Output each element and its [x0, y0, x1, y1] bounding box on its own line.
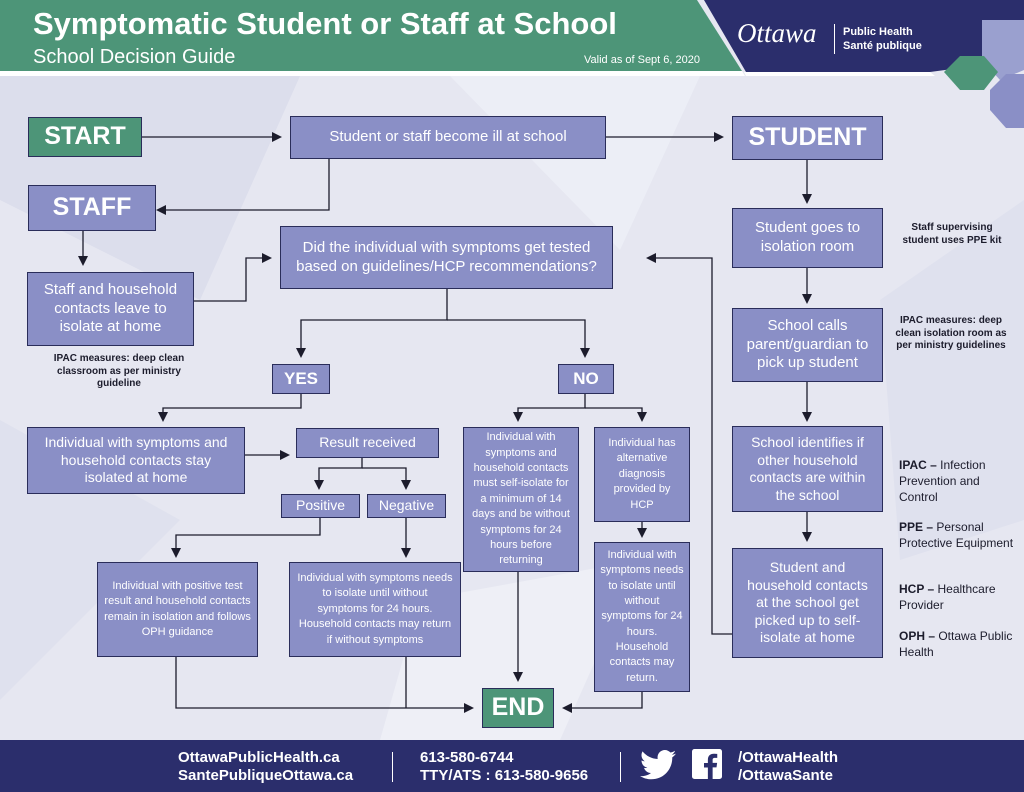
negative-box: Negative — [367, 494, 446, 518]
logo-public-health: Public Health — [843, 26, 913, 38]
header-banner — [0, 0, 1024, 76]
negative-action-box: Individual with symptoms needs to isolat… — [289, 562, 461, 657]
website-en-link[interactable]: OttawaPublicHealth.ca — [178, 749, 340, 766]
no-box: NO — [558, 364, 614, 394]
social-handle-fr[interactable]: /OttawaSante — [738, 767, 834, 784]
tested-question-box: Did the individual with symptoms get tes… — [280, 226, 613, 289]
footer-divider — [620, 752, 621, 782]
stay-isolated-box: Individual with symptoms and household c… — [27, 427, 245, 494]
phone-number: 613-580-6744 — [420, 749, 514, 766]
student-box: STUDENT — [732, 116, 883, 160]
legend-hcp: HCP – Healthcare Provider — [899, 582, 996, 613]
hexagon-decoration — [944, 20, 1024, 128]
ill-at-school-box: Student or staff become ill at school — [290, 116, 606, 159]
alt-action-box: Individual with symptoms needs to isolat… — [594, 542, 690, 692]
end-box: END — [482, 688, 554, 728]
twitter-icon[interactable] — [640, 750, 676, 780]
ottawa-logo: Ottawa — [737, 18, 817, 48]
school-identifies-box: School identifies if other household con… — [732, 426, 883, 512]
footer-divider — [392, 752, 393, 782]
website-fr-link[interactable]: SantePubliqueOttawa.ca — [178, 767, 354, 784]
legend-ppe: PPE – Personal Protective Equipment — [899, 520, 1014, 551]
staff-ipac-note: IPAC measures: deep clean classroom as p… — [53, 353, 185, 389]
alt-diagnosis-box: Individual has alternative diagnosis pro… — [594, 427, 690, 522]
result-received-box: Result received — [296, 428, 439, 458]
isolation-room-box: Student goes to isolation room — [732, 208, 883, 268]
no-test-isolate-box: Individual with symptoms and household c… — [463, 427, 579, 572]
yes-box: YES — [272, 364, 330, 394]
isolation-room-ipac-note: IPAC measures: deep clean isolation room… — [895, 315, 1007, 351]
page-subtitle: School Decision Guide — [33, 46, 236, 68]
staff-box: STAFF — [28, 185, 156, 231]
logo-sante-publique: Santé publique — [843, 40, 922, 52]
start-box: START — [28, 117, 142, 157]
tty-number: TTY/ATS : 613-580-9656 — [420, 767, 589, 784]
logo-divider — [834, 24, 835, 54]
positive-action-box: Individual with positive test result and… — [97, 562, 258, 657]
picked-up-box: Student and household contacts at the sc… — [732, 548, 883, 658]
valid-date: Valid as of Sept 6, 2020 — [584, 54, 700, 66]
footer-bar — [0, 740, 1024, 792]
legend-ipac: IPAC – Infection Prevention and Control — [899, 458, 986, 505]
staff-leave-box: Staff and household contacts leave to is… — [27, 272, 194, 346]
positive-box: Positive — [281, 494, 360, 518]
school-calls-box: School calls parent/guardian to pick up … — [732, 308, 883, 382]
legend-oph: OPH – Ottawa Public Health — [899, 629, 1013, 660]
page-title: Symptomatic Student or Staff at School — [33, 6, 617, 41]
ppe-kit-note: Staff supervising student uses PPE kit — [902, 222, 1002, 246]
social-handle-en[interactable]: /OttawaHealth — [738, 749, 839, 766]
facebook-icon[interactable] — [692, 749, 722, 779]
